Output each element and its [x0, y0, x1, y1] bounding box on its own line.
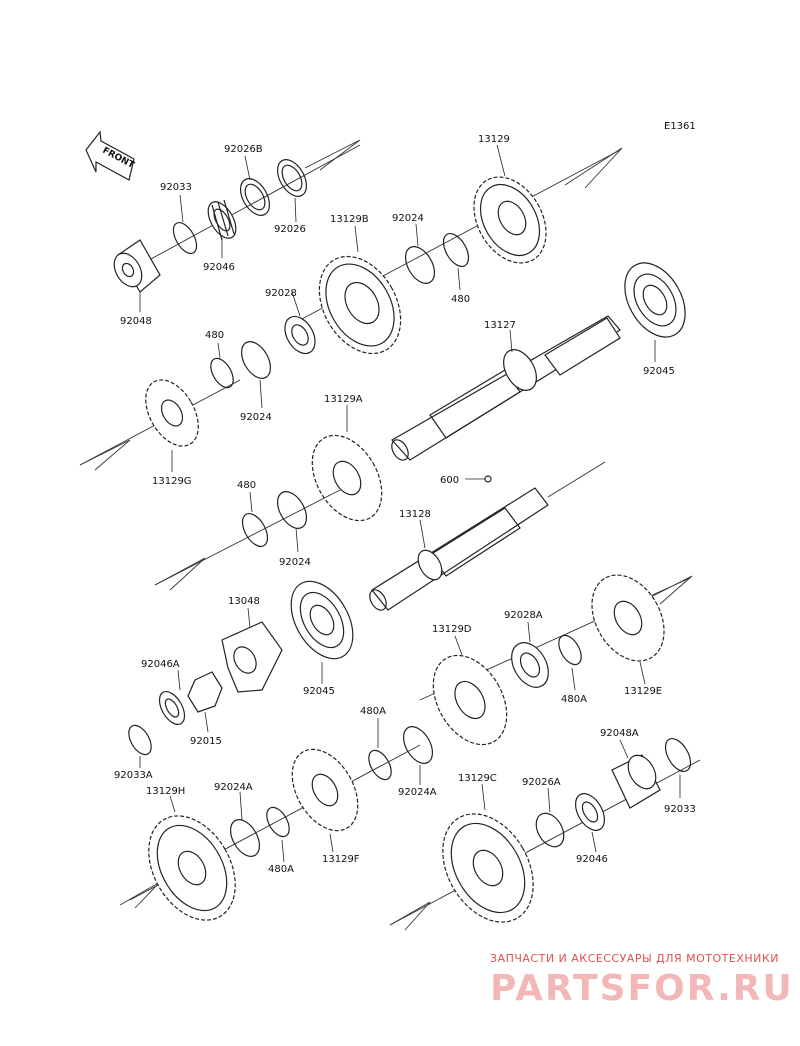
watermark: ЗАПЧАСТИ И АКСЕССУАРЫ ДЛЯ МОТОТЕХНИКИ PA…: [490, 952, 794, 1009]
part-label: 480: [205, 330, 224, 341]
front-arrow-icon: FRONT: [85, 130, 136, 181]
part-label: 92048A: [600, 728, 639, 739]
leader-lines: [139, 144, 681, 863]
collar-92048a: [611, 754, 661, 809]
part-label: 92024: [240, 412, 272, 423]
washer-92024a-b: [402, 726, 434, 764]
washer-92026b: [239, 178, 271, 216]
gear-13129g: [145, 379, 199, 447]
watermark-tagline: ЗАПЧАСТИ И АКСЕССУАРЫ ДЛЯ МОТОТЕХНИКИ: [490, 952, 779, 965]
part-label: 13129D: [432, 624, 472, 635]
gear-13129: [473, 176, 547, 264]
needle-bearing-92046: [207, 199, 237, 241]
part-label: 13129E: [624, 686, 662, 697]
part-label: 13129A: [324, 394, 363, 405]
gear-13129b: [318, 255, 402, 355]
part-label: 92026A: [522, 777, 561, 788]
part-label: 13129H: [146, 786, 185, 797]
part-label: 480: [237, 480, 256, 491]
nut-92015: [187, 671, 223, 713]
needle-bearing-92046a: [158, 691, 186, 725]
part-label: 92045: [643, 366, 675, 377]
watermark-brand: PARTSFOR.RU: [490, 968, 794, 1009]
countershaft-13128: [369, 487, 549, 611]
washer-92026: [276, 159, 308, 197]
part-label: 92024: [392, 213, 424, 224]
part-label: 480A: [561, 694, 587, 705]
part-label: 480A: [360, 706, 386, 717]
washer-92026a: [535, 812, 565, 848]
part-label: 13128: [399, 509, 431, 520]
part-label: 92033: [664, 804, 696, 815]
part-label: 92028: [265, 288, 297, 299]
washer-92024-c: [276, 491, 308, 529]
washer-92024-b: [240, 341, 272, 379]
sprocket-cover-13048: [221, 621, 283, 693]
part-label: 480A: [268, 864, 294, 875]
bushing-92028: [284, 315, 316, 355]
gear-13129f: [291, 748, 359, 832]
part-label: 92015: [190, 736, 222, 747]
circlip-92033a: [128, 724, 152, 756]
part-label: 13129G: [152, 476, 192, 487]
part-label: 92028A: [504, 610, 543, 621]
part-label: 13127: [484, 320, 516, 331]
part-label: 92026: [274, 224, 306, 235]
washer-92024a-a: [229, 819, 261, 857]
ball-bearing-92045-a: [624, 262, 686, 338]
part-label: 92045: [303, 686, 335, 697]
part-label: 13048: [228, 596, 260, 607]
circlip-480a-c: [368, 749, 392, 781]
part-labels: 92026B 92033 92026 92046 92048 13129B 92…: [114, 134, 696, 875]
circlip-480a-b: [266, 806, 290, 838]
circlip-480-b: [210, 357, 234, 389]
diagram-code: E1361: [664, 121, 696, 132]
bushing-92028a: [511, 642, 549, 688]
part-label: 13129B: [330, 214, 369, 225]
part-label: 92026B: [224, 144, 263, 155]
part-label: 600: [440, 475, 459, 486]
part-label: 13129F: [322, 854, 360, 865]
needle-bearing-92046-b: [574, 793, 606, 831]
part-label: 92046: [203, 262, 235, 273]
gear-13129d: [432, 654, 508, 746]
washer-92024-a: [404, 246, 436, 284]
ball-bearing-92045-b: [290, 580, 354, 660]
part-label: 92046: [576, 854, 608, 865]
gear-13129a: [311, 434, 383, 522]
gear-13129e: [591, 574, 665, 662]
part-label: 92033: [160, 182, 192, 193]
part-label: 13129C: [458, 773, 497, 784]
part-label: 13129: [478, 134, 510, 145]
part-label: 92033A: [114, 770, 153, 781]
circlip-92033: [172, 222, 198, 254]
circlip-480-c: [241, 513, 269, 547]
gear-13129c: [442, 813, 534, 923]
part-label: 92046A: [141, 659, 180, 670]
part-label: 92024: [279, 557, 311, 568]
gear-13129h: [148, 815, 236, 921]
part-label: 480: [451, 294, 470, 305]
dot-600: [484, 475, 492, 483]
part-label: 92048: [120, 316, 152, 327]
mainshaft-13127: [391, 315, 621, 461]
part-label: 92024A: [398, 787, 437, 798]
circlip-480-a: [442, 233, 470, 267]
circlip-92033-b: [664, 738, 692, 772]
circlip-480a-a: [558, 634, 582, 666]
part-label: 92024A: [214, 782, 253, 793]
collar-92048: [113, 239, 161, 293]
